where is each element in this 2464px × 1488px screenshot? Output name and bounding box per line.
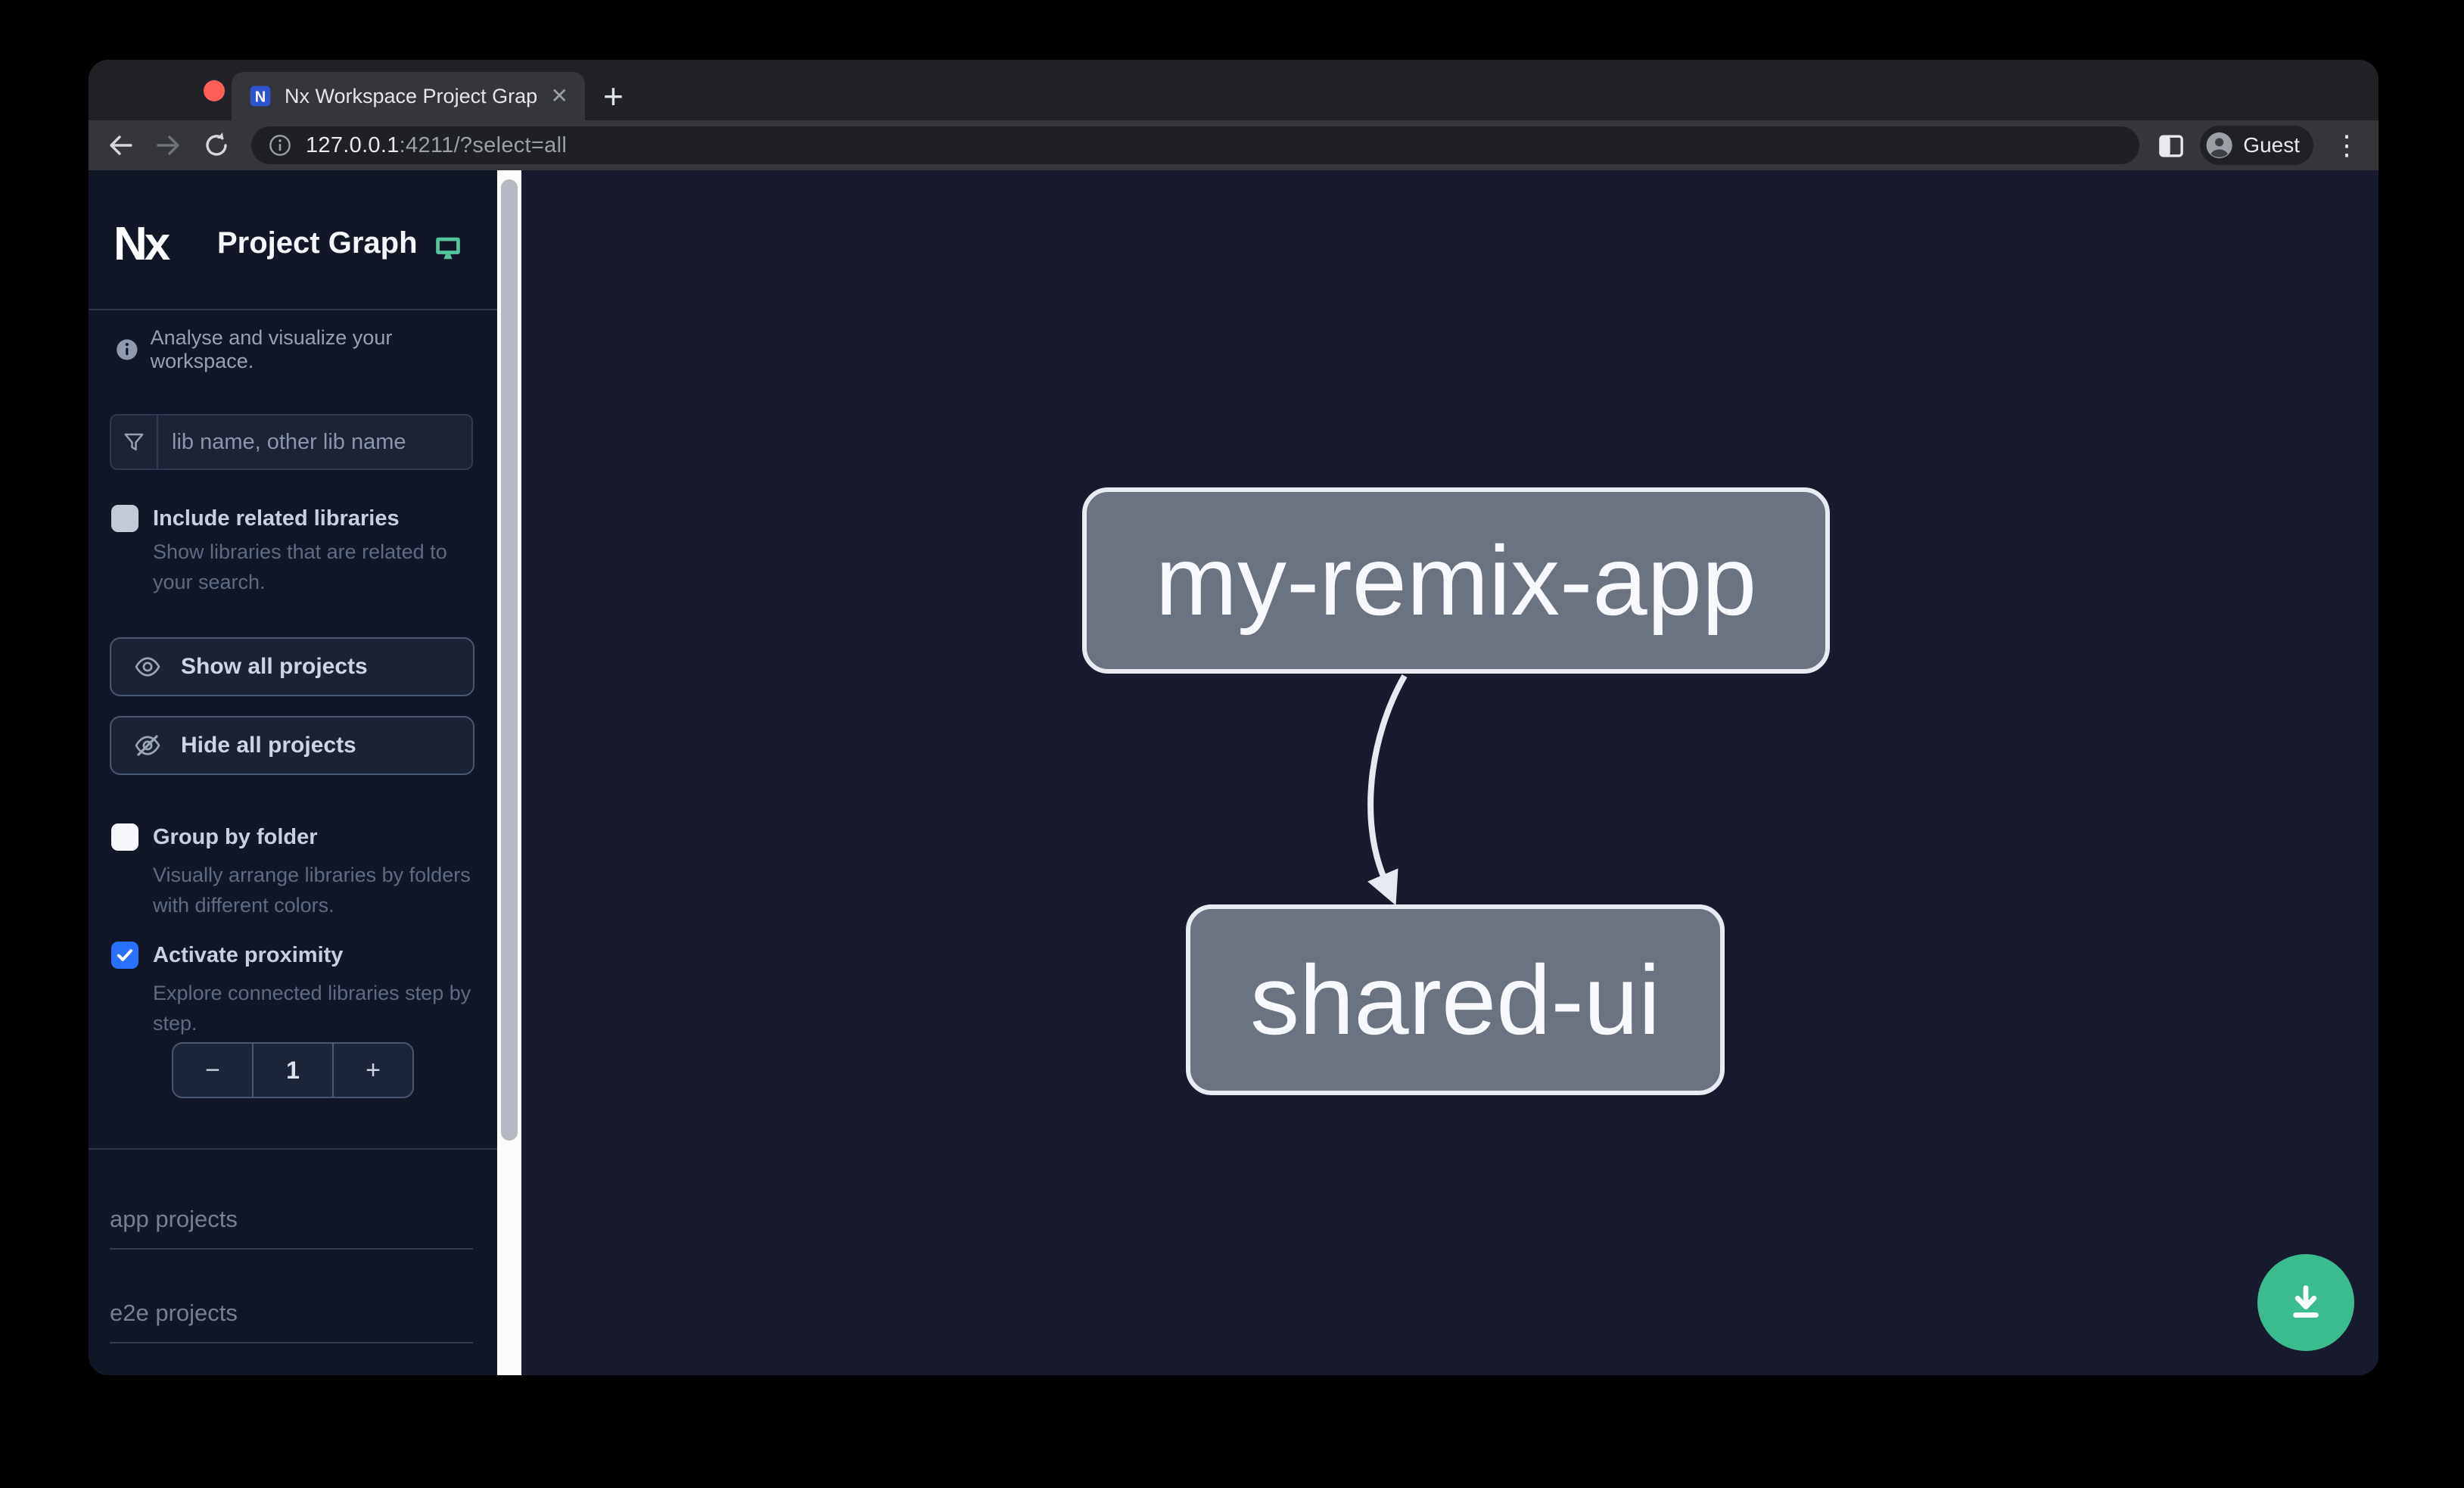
include-related-label: Include related libraries bbox=[153, 506, 400, 531]
hide-all-projects-button[interactable]: Hide all projects bbox=[110, 716, 474, 775]
group-by-folder-description: Visually arrange libraries by folders wi… bbox=[153, 864, 471, 917]
monitor-icon bbox=[436, 237, 460, 260]
section-underline bbox=[110, 1342, 473, 1343]
browser-window: N Nx Workspace Project Graph ✕ + 127.0.0… bbox=[89, 60, 2378, 1375]
tagline-text: Analyse and visualize your workspace. bbox=[150, 326, 393, 372]
edge-my-remix-app-to-shared-ui bbox=[1367, 674, 1408, 906]
url-path: :4211/?select=all bbox=[399, 132, 568, 157]
funnel-icon bbox=[124, 433, 144, 451]
include-related-description: Show libraries that are related to your … bbox=[153, 540, 447, 593]
sidebar: Nx Project Graph Analyse and visualize y… bbox=[89, 170, 497, 1375]
activate-proximity-description: Explore connected libraries step by step… bbox=[153, 982, 471, 1035]
page-title: Project Graph bbox=[217, 226, 418, 260]
show-all-projects-button[interactable]: Show all projects bbox=[110, 637, 474, 696]
side-panel-icon[interactable] bbox=[2158, 132, 2185, 160]
stepper-increment-button[interactable]: + bbox=[332, 1044, 412, 1097]
stepper-value: 1 bbox=[252, 1044, 332, 1097]
tab-title: Nx Workspace Project Graph bbox=[285, 84, 539, 107]
tab-close-icon[interactable]: ✕ bbox=[550, 84, 568, 107]
proximity-stepper: − 1 + bbox=[172, 1042, 414, 1098]
project-graph-canvas[interactable]: my-remix-app shared-ui bbox=[521, 170, 2378, 1375]
show-all-projects-label: Show all projects bbox=[181, 654, 368, 679]
tagline-row: Analyse and visualize your workspace. bbox=[116, 326, 497, 373]
sidebar-divider bbox=[89, 1148, 497, 1150]
check-icon bbox=[117, 949, 133, 961]
info-icon bbox=[117, 339, 138, 360]
sidebar-scrollbar-thumb[interactable] bbox=[501, 179, 518, 1141]
filter-input[interactable] bbox=[158, 416, 471, 469]
url-bar[interactable]: 127.0.0.1:4211/?select=all bbox=[251, 126, 2139, 164]
edge-layer bbox=[1367, 674, 1408, 906]
tab-strip: N Nx Workspace Project Graph ✕ + bbox=[89, 60, 2378, 120]
nx-logo: Nx bbox=[114, 218, 170, 270]
site-info-icon[interactable] bbox=[268, 133, 292, 157]
section-app-projects: app projects bbox=[110, 1206, 238, 1232]
eye-off-icon bbox=[135, 735, 160, 756]
hide-all-projects-label: Hide all projects bbox=[181, 733, 356, 758]
reload-icon[interactable] bbox=[201, 129, 232, 161]
activate-proximity-label: Activate proximity bbox=[153, 943, 344, 967]
filter-icon-segment bbox=[111, 416, 158, 469]
traffic-light-close[interactable] bbox=[204, 80, 225, 101]
sidebar-divider bbox=[89, 309, 497, 310]
include-related-checkbox[interactable] bbox=[111, 505, 138, 532]
browser-toolbar: 127.0.0.1:4211/?select=all Guest ⋮ bbox=[89, 120, 2378, 170]
stepper-decrement-button[interactable]: − bbox=[205, 1055, 220, 1085]
graph-node-shared-ui[interactable]: shared-ui bbox=[1186, 904, 1725, 1095]
profile-chip[interactable]: Guest bbox=[2200, 126, 2313, 165]
eye-icon bbox=[135, 657, 160, 677]
profile-label: Guest bbox=[2243, 133, 2300, 157]
group-by-folder-checkbox[interactable] bbox=[111, 823, 138, 851]
url-text: 127.0.0.1:4211/?select=all bbox=[306, 133, 567, 158]
page-content: Nx Project Graph Analyse and visualize y… bbox=[89, 170, 2378, 1375]
browser-menu-icon[interactable]: ⋮ bbox=[2333, 129, 2360, 160]
download-image-button[interactable] bbox=[2257, 1254, 2354, 1351]
group-by-folder-label: Group by folder bbox=[153, 825, 318, 849]
new-tab-button[interactable]: + bbox=[603, 76, 624, 116]
sidebar-scrollbar-track bbox=[497, 170, 521, 1375]
activate-proximity-checkbox[interactable] bbox=[111, 942, 138, 969]
graph-node-my-remix-app[interactable]: my-remix-app bbox=[1082, 487, 1830, 674]
section-e2e-projects: e2e projects bbox=[110, 1300, 238, 1326]
section-underline bbox=[110, 1248, 473, 1250]
download-icon bbox=[2293, 1285, 2319, 1318]
forward-icon[interactable] bbox=[152, 129, 184, 161]
url-host: 127.0.0.1 bbox=[306, 132, 400, 157]
nx-favicon: N bbox=[250, 86, 271, 107]
filter-box bbox=[110, 414, 473, 470]
back-icon[interactable] bbox=[105, 129, 137, 161]
avatar-icon bbox=[2206, 132, 2232, 159]
svg-text:N: N bbox=[255, 89, 266, 105]
browser-tab[interactable]: N Nx Workspace Project Graph ✕ bbox=[232, 72, 585, 120]
